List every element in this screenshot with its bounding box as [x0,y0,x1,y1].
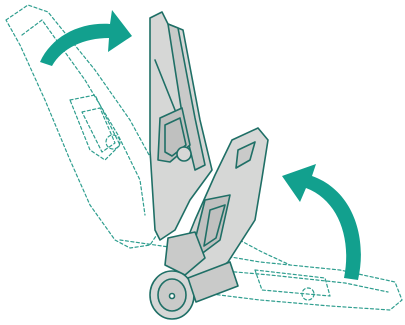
rotate-arrow-right-icon [282,164,361,280]
